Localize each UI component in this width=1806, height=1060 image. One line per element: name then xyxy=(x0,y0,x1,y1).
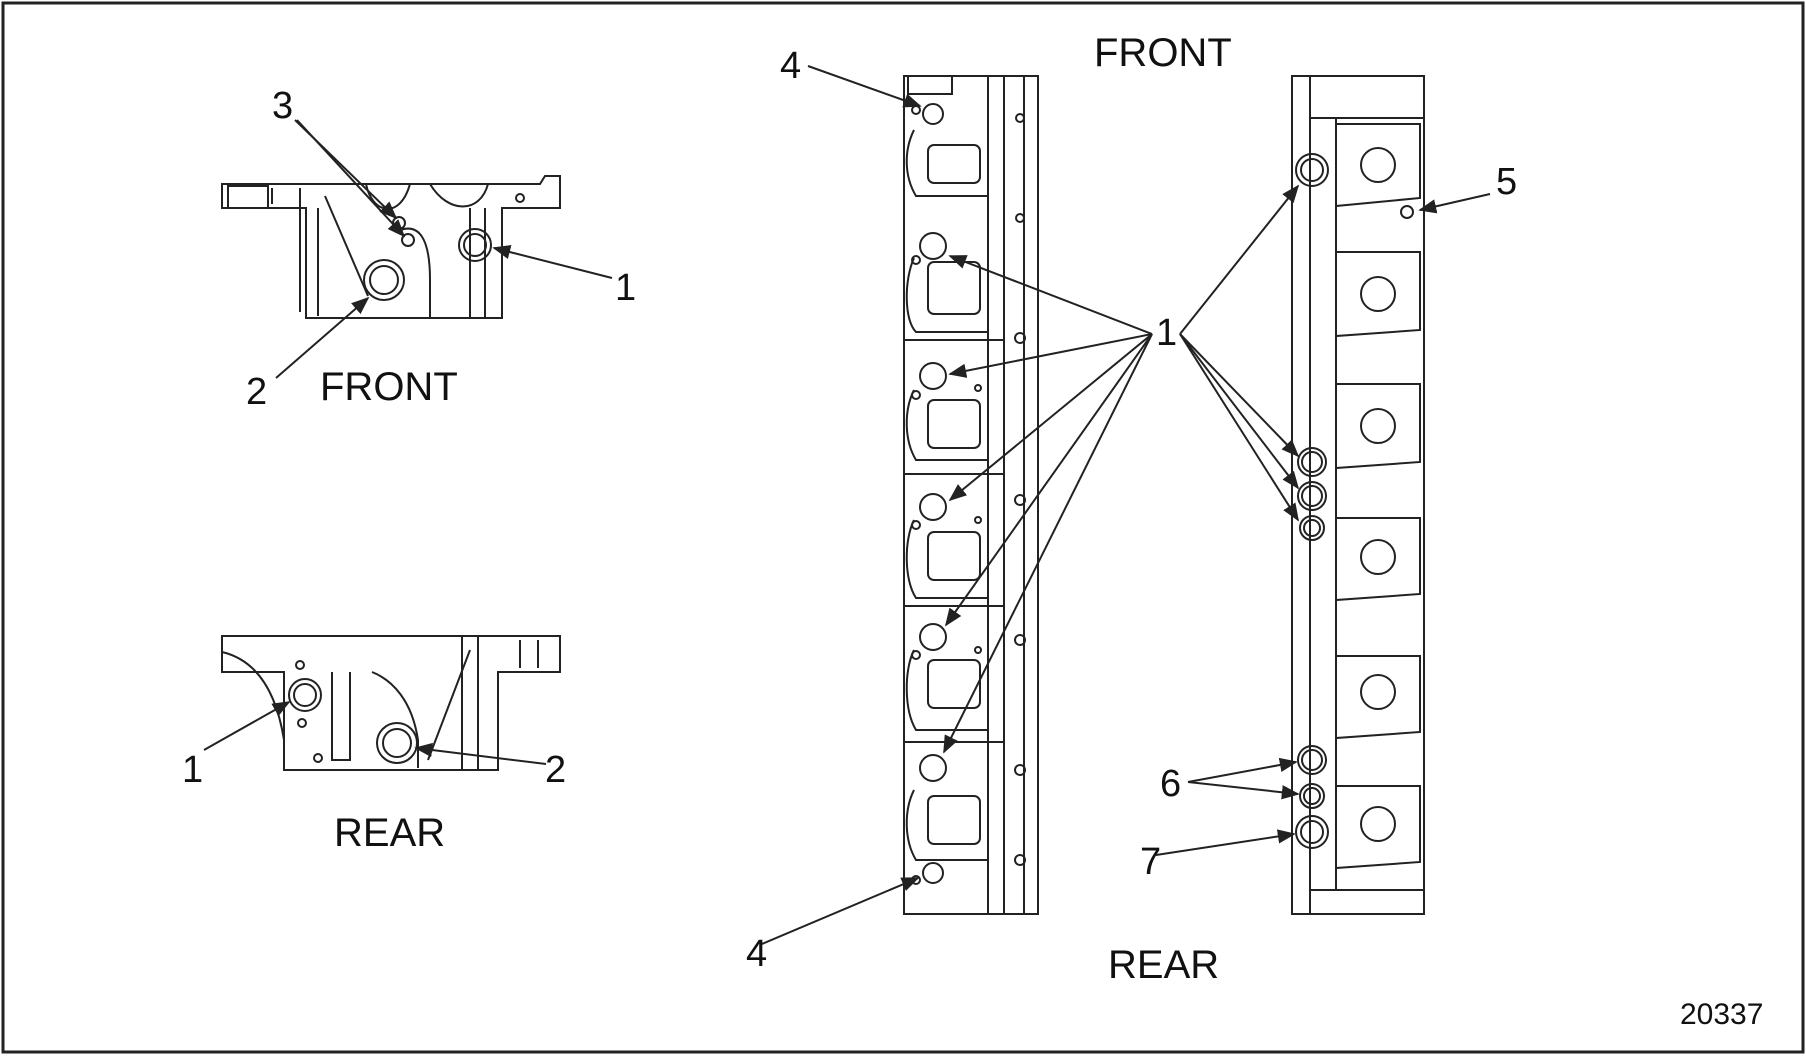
callout-3-front-small: 3 xyxy=(272,85,293,127)
callout-2-rear-small: 2 xyxy=(545,749,566,791)
callout-4-bottom: 4 xyxy=(746,933,767,975)
callout-2-front-small: 2 xyxy=(246,371,267,413)
figure-number: 20337 xyxy=(1680,998,1763,1031)
callout-5: 5 xyxy=(1496,161,1517,203)
callout-1-center: 1 xyxy=(1156,312,1177,354)
leaders-center xyxy=(761,65,1491,945)
label-front-main: FRONT xyxy=(1094,31,1232,75)
head-top-view xyxy=(1291,75,1425,915)
callout-4-top: 4 xyxy=(780,45,801,87)
callout-6: 6 xyxy=(1160,763,1181,805)
label-rear-main: REAR xyxy=(1108,943,1219,987)
leaders-front-small xyxy=(275,119,613,379)
rear-end-view xyxy=(221,635,561,771)
front-end-view xyxy=(221,175,561,319)
callout-1-front-small: 1 xyxy=(615,267,636,309)
label-front-small: FRONT xyxy=(320,365,458,409)
head-face-view xyxy=(903,75,1039,915)
leaders-rear-small xyxy=(203,701,547,765)
callout-7: 7 xyxy=(1140,841,1161,883)
label-rear-small: REAR xyxy=(334,811,445,855)
callout-1-rear-small: 1 xyxy=(182,749,203,791)
